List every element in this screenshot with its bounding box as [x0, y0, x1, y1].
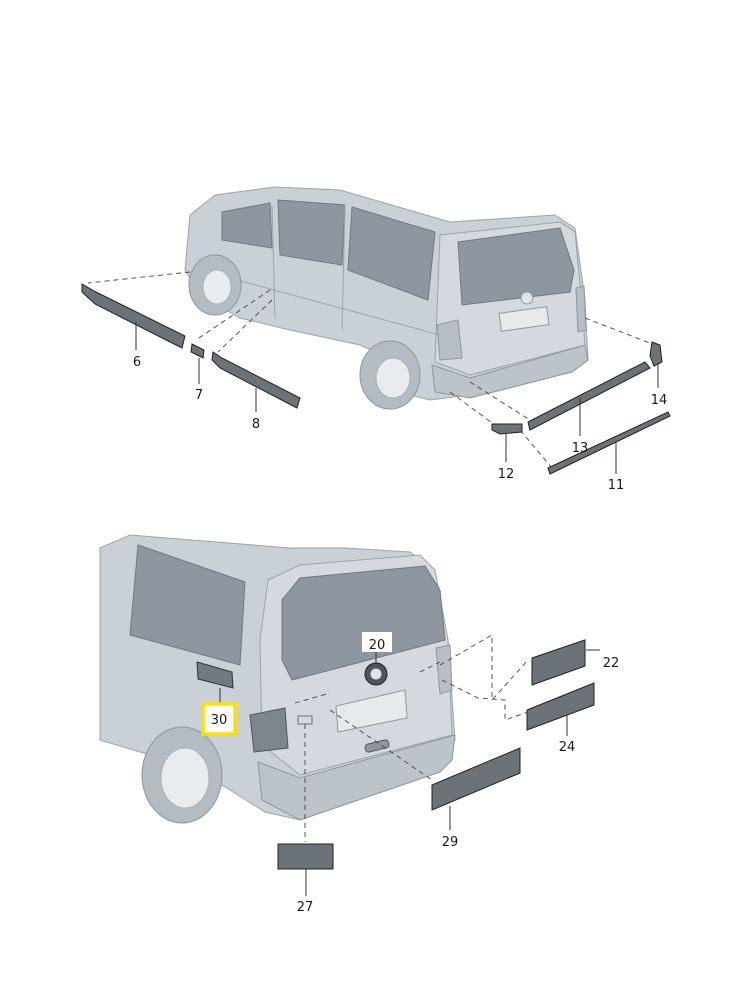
- part-14-bumper-end: [649, 341, 663, 367]
- ref-line-11: [519, 429, 553, 469]
- van-bottom-plate-recess: [335, 689, 408, 733]
- part-7-trim-piece: [190, 343, 205, 359]
- label-13: 13: [572, 441, 589, 456]
- van-bottom-rear-window: [281, 565, 446, 681]
- van-bottom-rear-rim: [160, 747, 210, 809]
- van-top-front-rim: [202, 269, 232, 305]
- van-top-bumper: [431, 344, 589, 399]
- van-bottom-side-window: [129, 544, 246, 666]
- label-7: 7: [195, 388, 203, 403]
- ref-line-6: [87, 271, 191, 284]
- highlight-box-30[interactable]: [201, 702, 237, 736]
- part-6-trim-strip: [81, 283, 186, 349]
- van-top-door-line-1: [271, 204, 276, 319]
- label-11: 11: [608, 478, 625, 493]
- van-bottom-illustration: [99, 534, 456, 824]
- label-22: 22: [603, 656, 620, 671]
- van-top-window-front: [221, 202, 273, 249]
- bottom-leader-lines: [219, 649, 600, 896]
- ref-line-13: [469, 381, 531, 421]
- top-labels: 6 7 8 11 12 13 14: [133, 355, 667, 493]
- label-14: 14: [651, 393, 668, 408]
- label-29: 29: [442, 835, 459, 850]
- part-8-trim-strip: [211, 351, 301, 409]
- ref-line-29: [329, 709, 433, 781]
- bottom-reference-lines: [304, 634, 529, 842]
- ref-line-7: [195, 289, 271, 341]
- van-bottom-lettering-mark-left: [294, 692, 331, 704]
- ref-line-12: [449, 391, 496, 426]
- van-top-badge: [520, 291, 534, 305]
- label-6: 6: [133, 355, 141, 370]
- top-leader-lines: [135, 322, 659, 474]
- van-top-rear-window: [457, 227, 575, 306]
- part-13-bumper-strip: [527, 361, 651, 431]
- van-top-taillight-right: [575, 285, 587, 333]
- van-bottom-badge-inner: [369, 667, 383, 681]
- top-parts: [81, 283, 671, 475]
- bottom-labels: 20 22 24 27 29 30: [211, 638, 620, 915]
- part-24-emblem: [526, 682, 595, 731]
- part-11-protective-strip: [547, 411, 671, 475]
- van-bottom-bumper: [257, 734, 456, 821]
- van-top-rear-rim: [375, 357, 411, 399]
- part-29-plate-strip: [431, 747, 521, 811]
- van-top-window-rear: [347, 206, 436, 301]
- van-bottom-taillight-left: [249, 707, 289, 753]
- van-top-window-mid: [277, 199, 346, 266]
- label-20: 20: [369, 638, 386, 653]
- van-top-door-line-2: [341, 204, 346, 331]
- ref-line-24: [441, 679, 529, 721]
- label-12: 12: [498, 467, 515, 482]
- label-27: 27: [297, 900, 314, 915]
- bottom-parts: [277, 639, 595, 870]
- ref-line-14: [584, 317, 656, 346]
- van-bottom-grip-recess: [196, 661, 234, 689]
- label-24: 24: [559, 740, 576, 755]
- ref-line-8: [217, 299, 273, 353]
- label-8: 8: [252, 417, 260, 432]
- ref-line-22: [439, 634, 529, 702]
- van-top-taillight-left: [436, 319, 463, 361]
- van-bottom-taillight-right: [435, 644, 453, 695]
- van-top-illustration: [184, 186, 589, 410]
- top-reference-lines: [87, 271, 656, 469]
- van-bottom-lettering-mark-right: [419, 661, 441, 673]
- van-top-plate: [498, 306, 550, 332]
- label-20-background: [362, 632, 392, 652]
- part-12-bumper-end: [491, 423, 523, 435]
- label-30[interactable]: 30: [211, 713, 228, 728]
- part-22-emblem: [531, 639, 586, 686]
- part-27-label: [277, 843, 334, 870]
